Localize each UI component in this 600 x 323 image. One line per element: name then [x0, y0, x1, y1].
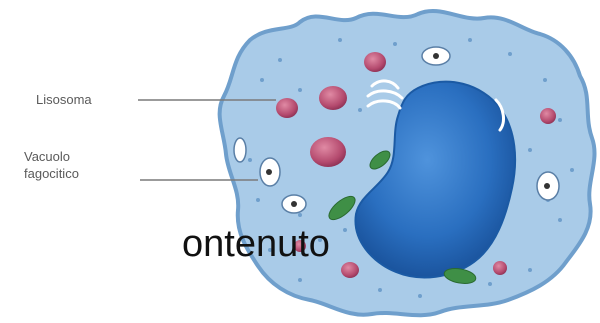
label-vacuole-line2: fagocitico: [24, 167, 79, 181]
caption-fragment: ontenuto: [182, 224, 330, 264]
label-vacuole-line1: Vacuolo: [24, 150, 70, 164]
label-lysosome: Lisosoma: [36, 93, 92, 107]
